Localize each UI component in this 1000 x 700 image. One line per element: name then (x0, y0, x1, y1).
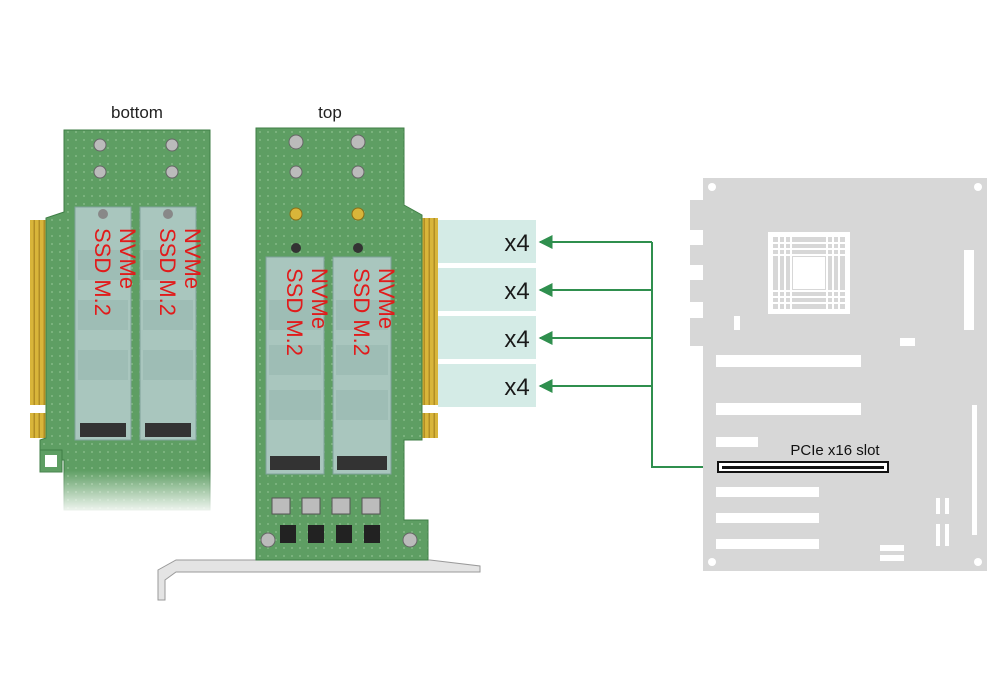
lane-label: x4 (504, 230, 529, 257)
ssd-label: NVMe (307, 268, 332, 329)
arrow-trunk (651, 242, 720, 468)
lane-band (438, 268, 536, 311)
ssd-module: SSD M.2 NVMe (139, 206, 205, 441)
ssd-label: SSD M.2 (155, 228, 180, 316)
ssd-label: SSD M.2 (349, 268, 374, 356)
bottom-view-label: bottom (111, 103, 163, 122)
gold-edge-connector (422, 218, 438, 438)
ssd-label: SSD M.2 (282, 268, 307, 356)
lane-label: x4 (504, 278, 529, 305)
ssd-label: NVMe (374, 268, 399, 329)
lane-bands: x4 x4 x4 x4 (438, 220, 536, 407)
ssd-module: SSD M.2 NVMe (332, 256, 399, 475)
top-view-card: top SSD M.2 NVMe (157, 103, 481, 601)
pcie-slot-label: PCIe x16 slot (790, 442, 880, 459)
mounting-bracket (157, 559, 481, 601)
ssd-label: NVMe (180, 228, 205, 289)
top-view-label: top (318, 103, 342, 122)
lane-label: x4 (504, 326, 529, 353)
lane-label: x4 (504, 374, 529, 401)
cpu-socket (768, 232, 850, 314)
expansion-slots (716, 355, 861, 549)
bottom-view-card: bottom SSD M.2 NVMe (30, 103, 215, 515)
lane-band (438, 316, 536, 359)
lane-arrows (538, 235, 720, 468)
ssd-label: NVMe (115, 228, 140, 289)
ssd-label: SSD M.2 (90, 228, 115, 316)
motherboard: PCIe x16 slot (690, 178, 987, 571)
ssd-module: SSD M.2 NVMe (74, 206, 140, 441)
lane-band (438, 220, 536, 263)
gold-edge-connector (30, 220, 46, 438)
ssd-module: SSD M.2 NVMe (265, 256, 332, 475)
power-components (260, 497, 418, 548)
lane-band (438, 364, 536, 407)
